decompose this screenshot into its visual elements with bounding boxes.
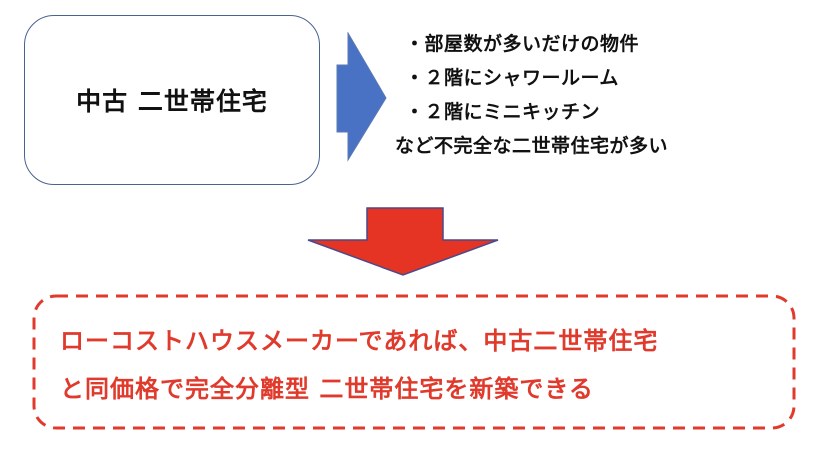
issue-item: ・２階にシャワールーム xyxy=(405,67,619,89)
issue-item: ・２階にミニキッチン xyxy=(405,101,601,123)
issue-summary: など不完全な二世帯住宅が多い xyxy=(395,135,669,157)
dashed-border xyxy=(32,294,796,430)
source-box-label: 中古 二世帯住宅 xyxy=(76,87,268,116)
issue-list: ・部屋数が多いだけの物件 ・２階にシャワールーム ・２階にミニキッチン など不完… xyxy=(395,27,668,163)
conclusion-box: ローコストハウスメーカーであれば、中古二世帯住宅 と同価格で完全分離型 二世帯住… xyxy=(22,293,802,433)
conclusion-line: と同価格で完全分離型 二世帯住宅を新築できる xyxy=(60,375,594,403)
conclusion-line: ローコストハウスメーカーであれば、中古二世帯住宅 xyxy=(60,327,659,355)
arrow-right-icon xyxy=(336,32,387,162)
arrow-down-icon xyxy=(307,207,499,276)
used-two-family-house-box: 中古 二世帯住宅 xyxy=(24,15,320,185)
issue-item: ・部屋数が多いだけの物件 xyxy=(405,33,640,55)
